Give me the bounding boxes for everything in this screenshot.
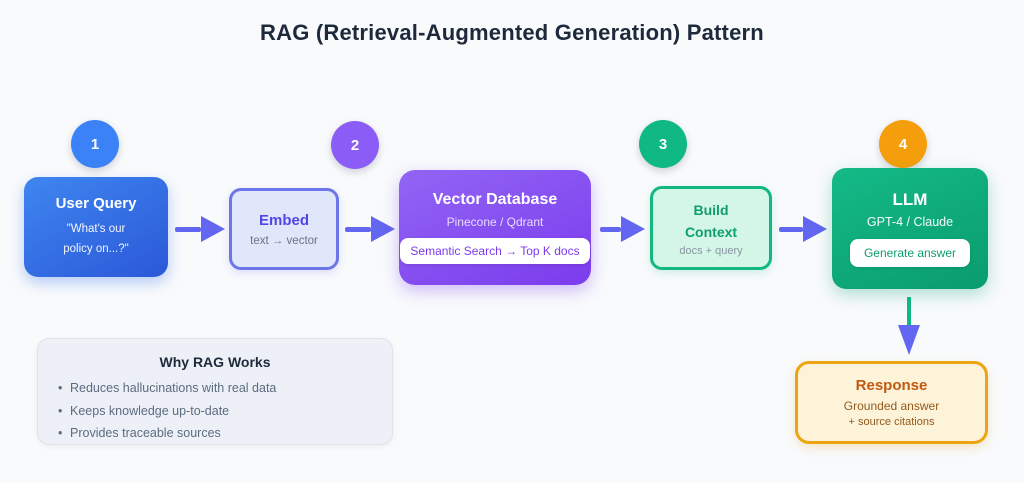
diagram-title: RAG (Retrieval-Augmented Generation) Pat…	[260, 20, 764, 45]
panel-bullet: Provides traceable sources	[58, 426, 372, 440]
step-number: 2	[350, 136, 360, 154]
arrow-embed-to-vectordb	[345, 215, 395, 243]
arrow-stem	[345, 226, 371, 232]
node-title: Build Context	[684, 201, 738, 240]
response-line2: + source citations	[848, 416, 935, 428]
semantic-search-badge: Semantic Search → Top K docs	[400, 238, 590, 264]
arrow-head-icon	[898, 325, 920, 355]
arrow-stem	[175, 226, 201, 232]
arrow-head-icon	[803, 216, 827, 242]
arrow-stem	[907, 297, 911, 325]
step-circle-1: 1	[71, 120, 119, 168]
node-title: Response	[855, 377, 928, 394]
node-subtitle: docs + query	[679, 245, 743, 258]
arrow-head-icon	[371, 216, 395, 242]
panel-bullet: Reduces hallucinations with real data	[58, 381, 372, 395]
step-circle-2: 2	[331, 121, 379, 169]
step-circle-4: 4	[879, 120, 927, 168]
arrow-stem	[600, 226, 621, 232]
panel-bullet-list: Reduces hallucinations with real data Ke…	[58, 381, 372, 440]
arrow-head-icon	[621, 216, 645, 242]
node-subtitle: text → vector	[250, 234, 318, 247]
arrow-stem	[779, 226, 803, 232]
node-llm: LLM GPT-4 / Claude Generate answer	[832, 168, 988, 289]
node-subtitle: "What's our policy on...?"	[63, 222, 129, 255]
node-user-query: User Query "What's our policy on...?"	[24, 177, 168, 277]
step-circle-3: 3	[639, 120, 687, 168]
generate-answer-badge: Generate answer	[849, 239, 971, 267]
node-subtitle: GPT-4 / Claude	[866, 215, 954, 229]
arrow-context-to-llm	[779, 215, 827, 243]
arrow-head-icon	[201, 216, 225, 242]
step-number: 3	[658, 135, 668, 153]
panel-title: Why RAG Works	[159, 354, 271, 370]
node-title: User Query	[55, 194, 137, 212]
node-title: Vector Database	[432, 191, 558, 208]
node-title: LLM	[892, 190, 928, 209]
node-build-context: Build Context docs + query	[650, 186, 772, 270]
node-title: Embed	[258, 211, 309, 229]
node-embed: Embed text → vector	[229, 188, 339, 270]
step-number: 1	[90, 135, 100, 153]
arrow-vectordb-to-context	[600, 215, 645, 243]
node-subtitle: Pinecone / Qdrant	[446, 215, 544, 229]
why-rag-works-panel: Why RAG Works Reduces hallucinations wit…	[37, 338, 393, 445]
step-number: 4	[898, 135, 908, 153]
panel-bullet: Keeps knowledge up-to-date	[58, 404, 372, 418]
response-line1: Grounded answer	[843, 399, 940, 413]
node-response: Response Grounded answer + source citati…	[795, 361, 988, 444]
arrow-query-to-embed	[175, 215, 225, 243]
node-vector-database: Vector Database Pinecone / Qdrant Semant…	[399, 170, 591, 285]
arrow-llm-to-response	[897, 297, 921, 356]
